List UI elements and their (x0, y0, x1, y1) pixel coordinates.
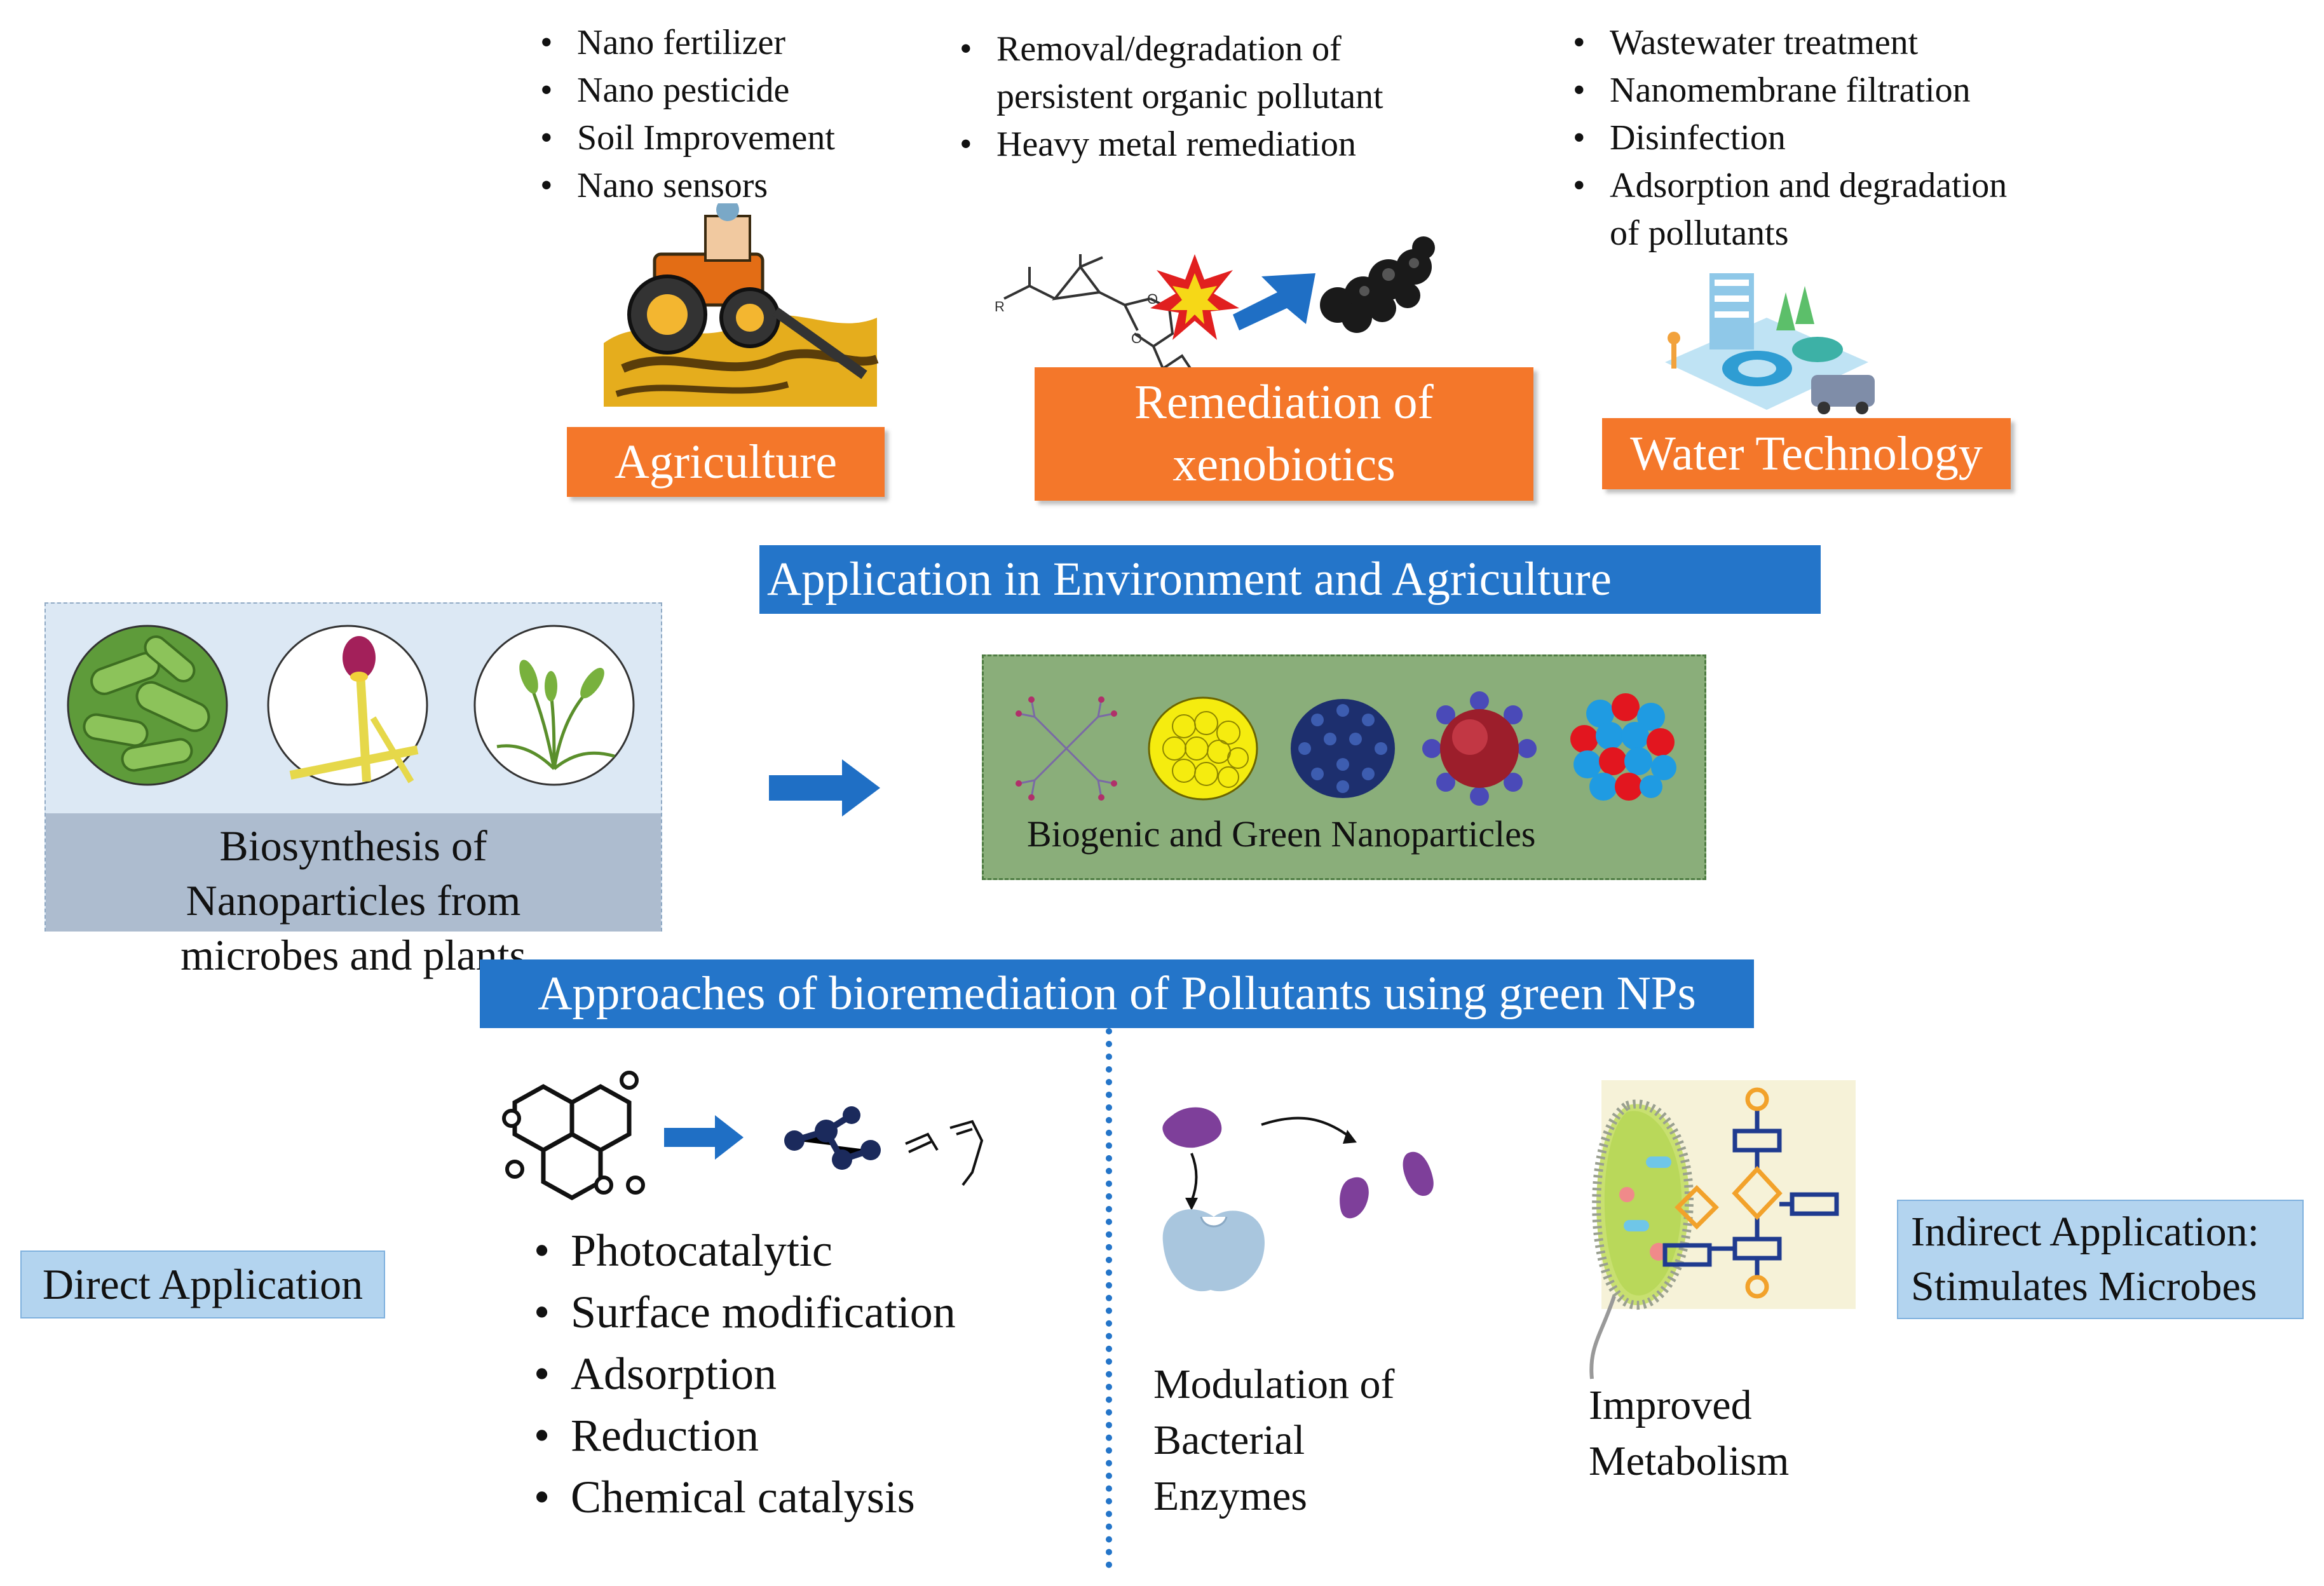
right-arrow-icon (769, 759, 880, 817)
fungus-icon (267, 625, 428, 786)
nanoparticles-panel: Biogenic and Green Nanoparticles (982, 654, 1706, 880)
bacterium-metabolism-icon (1589, 1080, 1856, 1379)
list-item: Reduction (534, 1405, 1055, 1467)
core-shell-nanoparticle-icon (1422, 691, 1537, 806)
agriculture-label: Agriculture (567, 427, 885, 497)
list-item: Nanomembrane filtration (1573, 67, 2030, 114)
water-plant-icon (1665, 273, 1875, 414)
list-item: Surface modification (534, 1282, 1055, 1343)
svg-text:O: O (1131, 330, 1142, 346)
list-item: Heavy metal remediation (960, 121, 1417, 168)
degraded-molecule-icon (784, 1106, 984, 1186)
list-item: Chemical catalysis (534, 1467, 1055, 1528)
agriculture-list: Nano fertilizer Nano pesticide Soil Impr… (540, 19, 896, 210)
direct-application-label: Direct Application (20, 1250, 385, 1318)
water-technology-label: Water Technology (1602, 418, 2011, 489)
application-banner: Application in Environment and Agricultu… (759, 545, 1821, 614)
gold-nanoparticle-icon (1148, 696, 1258, 801)
plant-icon (473, 625, 635, 786)
nanoparticles-label: Biogenic and Green Nanoparticles (1027, 813, 1536, 855)
water-list: Wastewater treatment Nanomembrane filtra… (1573, 19, 2030, 257)
explosion-icon (1150, 254, 1239, 340)
list-item: Nano sensors (540, 162, 896, 210)
approaches-banner: Approaches of bioremediation of Pollutan… (480, 959, 1754, 1028)
aromatic-molecule-icon (502, 1071, 645, 1201)
indirect-application-label: Indirect Application: Stimulates Microbe… (1897, 1200, 2304, 1319)
fullerene-icon (1291, 699, 1395, 798)
svg-text:R: R (995, 299, 1005, 315)
biosynthesis-label: Biosynthesis of Nanoparticles from micro… (46, 813, 661, 979)
list-item: Soil Improvement (540, 114, 896, 162)
remediation-label: Remediation of xenobiotics (1035, 367, 1533, 501)
direct-methods-list: Photocatalytic Surface modification Adso… (534, 1220, 1055, 1528)
list-item: Photocatalytic (534, 1220, 1055, 1282)
metabolism-label: Improved Metabolism (1589, 1382, 1790, 1484)
list-item: Adsorption and degradation of pollutants (1573, 162, 2016, 257)
mixed-nanoparticle-icon (1570, 693, 1676, 801)
section-divider (1106, 1028, 1112, 1568)
list-item: Removal/degradation of persistent organi… (960, 25, 1417, 121)
biosynthesis-panel: Biosynthesis of Nanoparticles from micro… (44, 602, 662, 979)
bacteria-icon (67, 625, 228, 786)
enzyme-icon (1162, 1107, 1434, 1292)
dendrimer-icon (1016, 696, 1117, 801)
nanoparticle-cluster-icon (1320, 236, 1435, 333)
list-item: Disinfection (1573, 114, 2030, 162)
list-item: Nano fertilizer (540, 19, 896, 67)
list-item: Nano pesticide (540, 67, 896, 114)
list-item: Wastewater treatment (1573, 19, 2030, 67)
enzymes-label: Modulation of Bacterial Enzymes (1153, 1361, 1395, 1519)
pollutant-molecule-icon: R O O (995, 254, 1196, 376)
remediation-list: Removal/degradation of persistent organi… (960, 25, 1417, 168)
remediation-label-text: Remediation of xenobiotics (1134, 376, 1434, 491)
list-item: Adsorption (534, 1343, 1055, 1405)
svg-text:O: O (1147, 291, 1158, 307)
tractor-icon (604, 203, 879, 407)
right-arrow-icon (1233, 273, 1315, 330)
right-arrow-icon (664, 1115, 744, 1160)
